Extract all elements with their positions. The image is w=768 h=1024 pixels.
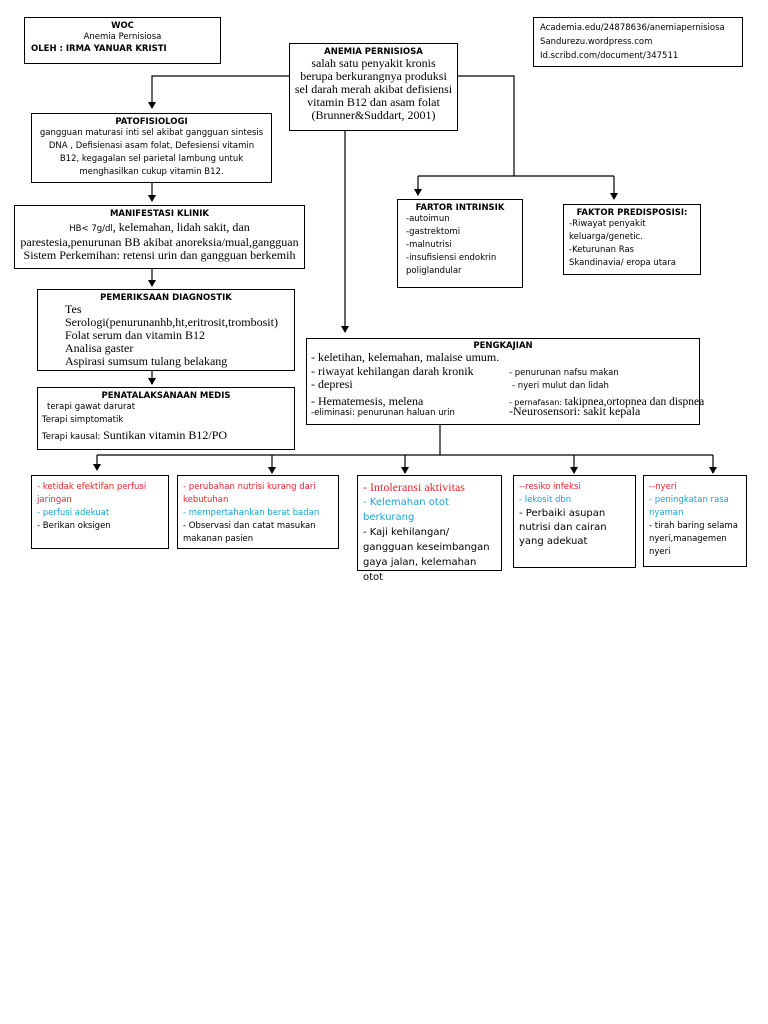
diagnostik-item: Aspirasi sumsum tulang belakang (65, 354, 228, 368)
terapi-kausal-label: Terapi kausal: (42, 432, 104, 442)
diagnosis-action: - tirah baring selama nyeri,managemen ny… (649, 521, 738, 557)
hb-value: HB< 7g/dl (69, 224, 113, 234)
main-line: sel darah merah akibat defisiensi (294, 82, 453, 96)
woc-title: WOC (111, 21, 134, 31)
patofisiologi-box: PATOFISIOLOGI gangguan maturasi inti sel… (31, 113, 272, 183)
diagnostik-item: Folat serum dan vitamin B12 (65, 328, 205, 342)
diagnosis-problem: - perubahan nutrisi kurang dari kebutuha… (183, 482, 316, 505)
diagnosis-action: - Perbaiki asupan nutrisi dan cairan yan… (519, 508, 607, 547)
intrinsik-item: -autoimun (406, 214, 450, 224)
diagnosis-problem: - ketidak efektifan perfusi jaringan (37, 482, 147, 505)
predisposisi-item: -Keturunan Ras (569, 245, 635, 255)
faktor-intrinsik-box: FARTOR INTRINSIK -autoimun -gastrektomi … (397, 199, 523, 288)
pengkajian-line: -Neurosensori: sakit kepala (509, 404, 641, 418)
pengkajian-line: -eliminasi: penurunan haluan urin (311, 408, 455, 418)
pengkajian-line: takipnea,ortopnea dan dispnea (564, 396, 705, 408)
intrinsik-item: poliglandular (406, 266, 462, 276)
pengkajian-line: - nyeri mulut dan lidah (512, 381, 609, 391)
reference-1: Academia.edu/24878636/anemiapernisiosa (540, 23, 725, 33)
diagnosis-action: - Kaji kehilangan/ gangguan keseimbangan… (363, 527, 490, 583)
terapi-kausal-value: Suntikan vitamin B12/PO (103, 428, 228, 442)
pengkajian-box: PENGKAJIAN - keletihan, kelemahan, malai… (306, 338, 704, 425)
manifestasi-line: , kelemahan, lidah sakit, dan (112, 220, 250, 234)
diagnosis-action: - Berikan oksigen (37, 521, 111, 531)
main-line: berupa berkurangnya produksi (300, 69, 447, 83)
diagnosis-goal: - peningkatan rasa nyaman (649, 495, 729, 518)
references-box: Academia.edu/24878636/anemiapernisiosa S… (533, 17, 743, 67)
arrow-main-to-patofisiologi (148, 75, 289, 109)
intrinsik-item: -insufisiensi endokrin (406, 253, 497, 263)
diagnosis-problem: - Intoleransi aktivitas (363, 480, 465, 494)
predisposisi-item: -Riwayat penyakit (569, 219, 646, 229)
penatalaksanaan-line: terapi gawat darurat (47, 402, 136, 412)
intrinsik-title: FARTOR INTRINSIK (415, 203, 505, 213)
patofisiologi-line: DNA , Defisienasi asam folat, Defesiensi… (48, 141, 255, 151)
pengkajian-line: - keletihan, kelemahan, malaise umum. (311, 350, 500, 364)
pengkajian-line: - Hematemesis, melena (311, 394, 424, 408)
woc-subtitle: Anemia Pernisiosa (83, 32, 162, 42)
manifestasi-line: parestesia,penurunan BB akibat anoreksia… (20, 235, 299, 249)
penatalaksanaan-title: PENATALAKSANAAN MEDIS (101, 391, 231, 401)
diagnostik-item: Serologi(penurunanhb,ht,eritrosit,trombo… (65, 315, 278, 329)
patofisiologi-line: B12, kegagalan sel parietal lambung untu… (59, 154, 244, 164)
predisposisi-item: keluarga/genetic. (569, 232, 643, 242)
diagnosis-goal: - Kelemahan otot berkurang (363, 497, 449, 523)
main-citation: (Brunner&Suddart, 2001) (311, 108, 436, 122)
intrinsik-item: -gastrektomi (406, 227, 461, 237)
predisposisi-item: Skandinavia/ eropa utara (569, 258, 676, 268)
main-line: salah satu penyakit kronis (311, 56, 436, 70)
diagnostik-item: Tes (65, 302, 82, 316)
pemeriksaan-diagnostik-box: PEMERIKSAAN DIAGNOSTIK Tes Serologi(penu… (37, 289, 295, 371)
faktor-predisposisi-box: FAKTOR PREDISPOSISI: -Riwayat penyakit k… (563, 204, 701, 275)
penatalaksanaan-medis-box: PENATALAKSANAAN MEDIS terapi gawat darur… (37, 387, 295, 450)
diagnosis-goal: - perfusi adekuat (37, 508, 110, 518)
diagnosis-box-infeksi: --resiko infeksi - lekosit dbn - Perbaik… (513, 475, 636, 568)
diagnosis-box-perfusi: - ketidak efektifan perfusi jaringan - p… (31, 475, 169, 549)
anemia-pernisiosa-box: ANEMIA PERNISIOSA salah satu penyakit kr… (289, 43, 458, 131)
pengkajian-line: - penurunan nafsu makan (509, 368, 619, 378)
patofisiologi-line: gangguan maturasi inti sel akibat ganggu… (39, 128, 264, 138)
manifestasi-title: MANIFESTASI KLINIK (109, 209, 210, 219)
diagnosis-goal: - mempertahankan berat badan (183, 508, 320, 518)
diagnosis-problem: --nyeri (649, 482, 677, 492)
woc-title-box: WOC Anemia Pernisiosa OLEH : IRMA YANUAR… (24, 17, 221, 64)
diagnostik-title: PEMERIKSAAN DIAGNOSTIK (100, 293, 232, 303)
reference-3: Id.scribd.com/document/347511 (540, 51, 679, 61)
diagnosis-box-intoleransi: - Intoleransi aktivitas - Kelemahan otot… (357, 475, 502, 583)
line-main-to-factors (458, 75, 515, 176)
main-line: vitamin B12 dan asam folat (307, 95, 440, 109)
main-title: ANEMIA PERNISIOSA (324, 47, 423, 57)
manifestasi-line: Sistem Perkemihan: retensi urin dan gang… (23, 248, 296, 262)
predisposisi-title: FAKTOR PREDISPOSISI: (576, 208, 688, 218)
reference-2: Sandurezu.wordpress.com (540, 37, 653, 47)
pengkajian-line: - depresi (311, 377, 353, 391)
patofisiologi-title: PATOFISIOLOGI (115, 117, 188, 127)
penatalaksanaan-line: Terapi simptomatik (42, 415, 124, 425)
pengkajian-title: PENGKAJIAN (473, 341, 533, 351)
intrinsik-item: -malnutrisi (406, 240, 452, 250)
pengkajian-line: - riwayat kehilangan darah kronik (311, 364, 474, 378)
diagnosis-box-nutrisi: - perubahan nutrisi kurang dari kebutuha… (177, 475, 339, 549)
diagnosis-problem: --resiko infeksi (519, 482, 581, 492)
diagnosis-goal: - lekosit dbn (519, 495, 572, 505)
diagnosis-box-nyeri: --nyeri - peningkatan rasa nyaman - tira… (643, 475, 747, 567)
pengkajian-line: - pernafasan: (509, 398, 565, 407)
diagnosis-action: - Observasi dan catat masukan makanan pa… (183, 521, 316, 544)
patofisiologi-line: menghasilkan cukup vitamin B12. (79, 167, 224, 177)
diagnostik-item: Analisa gaster (65, 341, 134, 355)
manifestasi-klinik-box: MANIFESTASI KLINIK HB< 7g/dl, kelemahan,… (14, 205, 305, 269)
woc-author: OLEH : IRMA YANUAR KRISTI (31, 44, 167, 54)
